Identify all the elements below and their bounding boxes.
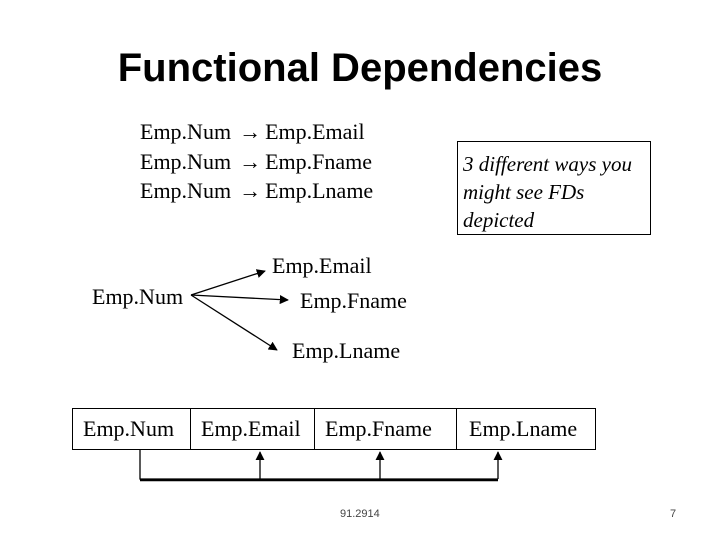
note-box: 3 different ways you might see FDs depic…: [457, 141, 651, 235]
fd-lhs: Emp.Num: [140, 119, 232, 144]
right-arrow-icon: →: [239, 178, 262, 203]
tree-arrows: [190, 269, 289, 351]
slide-title: Functional Dependencies: [117, 46, 603, 90]
tree-target-lname: Emp.Lname: [292, 338, 401, 363]
schema-col-num: Emp.Num: [72, 408, 190, 450]
fd-line-3: Emp.Num →Emp.Lname: [140, 178, 373, 204]
schema-col-email: Emp.Email: [190, 408, 314, 450]
fd-rhs: Emp.Fname: [265, 149, 372, 174]
fd-rhs: Emp.Email: [265, 119, 365, 144]
fd-line-2: Emp.Num →Emp.Fname: [140, 149, 372, 175]
tree-source-label: Emp.Num: [92, 284, 184, 309]
arrow-to-email: [190, 269, 266, 296]
schema-col-fname: Emp.Fname: [314, 408, 456, 450]
fd-lhs: Emp.Num: [140, 149, 232, 174]
right-arrow-icon: →: [239, 119, 262, 144]
schema-arrows: [139, 450, 503, 482]
tree-target-fname: Emp.Fname: [300, 288, 407, 313]
fd-rhs: Emp.Lname: [265, 178, 374, 203]
right-arrow-icon: →: [239, 149, 262, 174]
tree-target-email: Emp.Email: [272, 253, 372, 278]
schema-col-lname: Emp.Lname: [456, 408, 596, 450]
schema-bracket: [139, 450, 498, 480]
fd-line-1: Emp.Num →Emp.Email: [140, 119, 365, 145]
arrow-to-fname: [190, 294, 289, 305]
fd-lhs: Emp.Num: [140, 178, 232, 203]
page-number: 7: [670, 508, 677, 520]
footer-date: 91.2914: [340, 508, 380, 520]
arrow-to-lname: [190, 294, 278, 351]
